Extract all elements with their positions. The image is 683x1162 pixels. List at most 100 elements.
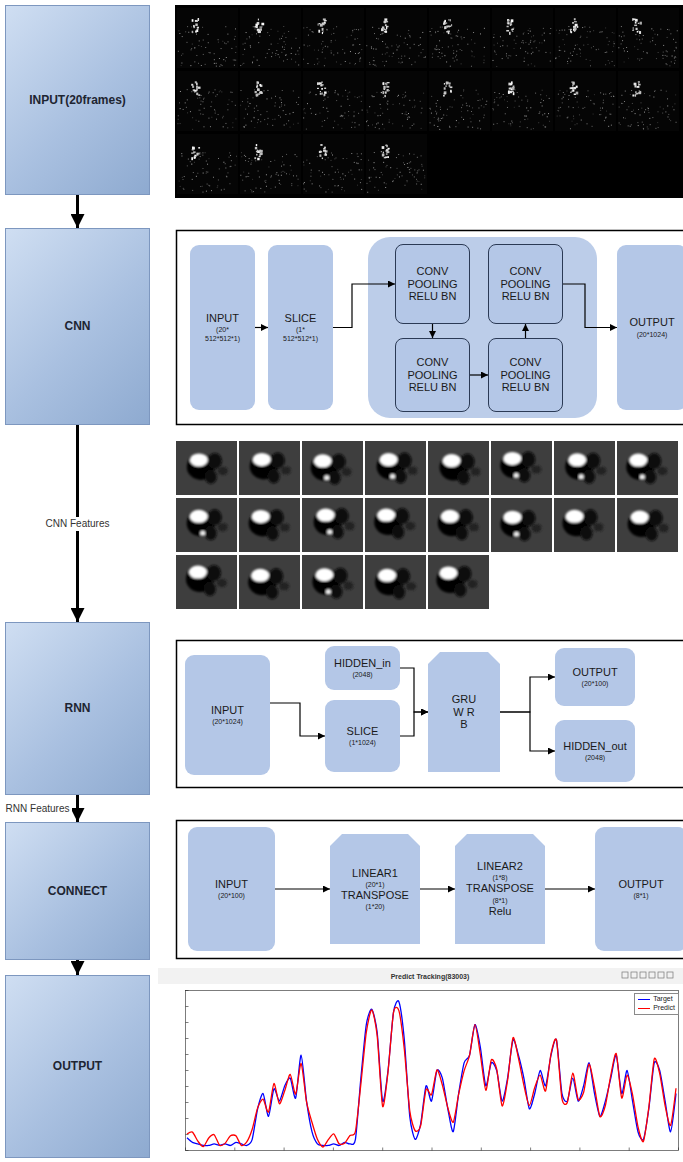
layer-label: CONV POOLING RELU BN	[500, 356, 550, 394]
flow-arrow	[500, 712, 555, 751]
flow-arrow	[545, 888, 595, 889]
layer-label: (1*1024)	[349, 738, 376, 747]
conv-group	[368, 237, 597, 418]
layer-label: (20*1024)	[637, 330, 668, 339]
stage-arrow	[76, 195, 79, 228]
flow-arrow	[500, 677, 555, 712]
cnn-panel	[177, 231, 683, 425]
layer-label: SLICE	[285, 312, 317, 325]
input-frame	[492, 71, 553, 131]
chart-title: Predict Tracking(83003)	[391, 973, 470, 980]
layer-label: OUTPUT	[629, 316, 674, 329]
stage-box: CONNECT	[5, 822, 150, 960]
layer-box: SLICE(1* 512*512*1)	[268, 245, 333, 410]
feature-map	[365, 555, 426, 609]
rnn-panel	[177, 641, 683, 788]
linear-layer: LINEAR2(1*8)TRANSPOSE(8*1)Relu	[455, 834, 545, 944]
stage-box: CNN	[5, 228, 150, 425]
feature-map	[365, 441, 426, 495]
layer-label: CONV POOLING RELU BN	[407, 356, 457, 394]
flow-arrow	[420, 888, 455, 889]
input-frame	[240, 134, 301, 194]
input-frames	[175, 5, 683, 198]
flow-arrow	[400, 668, 428, 712]
input-frame	[177, 8, 238, 68]
feature-map	[239, 498, 300, 552]
flow-arrow	[563, 284, 617, 328]
layer-label: OUTPUT	[618, 878, 663, 891]
layer-box: INPUT(20*1024)	[185, 655, 270, 775]
input-frame	[303, 8, 364, 68]
input-frame	[555, 71, 616, 131]
stage-title: OUTPUT	[53, 1059, 102, 1073]
feature-map	[239, 441, 300, 495]
stage-title: RNN	[65, 701, 91, 715]
layer-label: CONV POOLING RELU BN	[407, 265, 457, 303]
feature-map	[554, 441, 615, 495]
input-frame	[177, 71, 238, 131]
input-frame	[366, 8, 427, 68]
input-frame	[240, 71, 301, 131]
conv-block: CONV POOLING RELU BN	[395, 338, 470, 412]
flow-arrow	[333, 284, 395, 328]
layer-label: GRU W R B	[452, 693, 476, 731]
feature-map	[617, 441, 678, 495]
input-frame	[555, 8, 616, 68]
edge-label: RNN Features	[4, 802, 72, 816]
flow-arrow	[432, 324, 433, 338]
feature-map	[617, 498, 678, 552]
input-frame	[618, 71, 679, 131]
layer-label: TRANSPOSE	[341, 889, 409, 902]
layer-label: (8*1)	[492, 896, 507, 905]
layer-label: (8*1)	[633, 891, 648, 900]
flow-arrow	[255, 327, 268, 328]
feature-map	[176, 555, 237, 609]
layer-box: OUTPUT(8*1)	[595, 827, 683, 951]
input-frame	[177, 134, 238, 194]
feature-map	[176, 498, 237, 552]
input-frame	[303, 134, 364, 194]
edge-label: CNN Features	[44, 517, 112, 531]
input-frame	[366, 71, 427, 131]
feature-map	[176, 441, 237, 495]
stage-box: INPUT(20frames)	[5, 5, 150, 195]
target-line	[187, 1001, 676, 1146]
conv-block: CONV POOLING RELU BN	[488, 244, 563, 324]
legend-text: Predict	[653, 1004, 675, 1013]
layer-box: OUTPUT(20*100)	[555, 648, 635, 706]
conv-block: CONV POOLING RELU BN	[488, 338, 563, 412]
feature-map	[365, 498, 426, 552]
flow-arrow	[270, 703, 325, 736]
tracking-chart	[158, 968, 683, 1162]
layer-label: (2048)	[585, 753, 605, 762]
layer-box: OUTPUT(20*1024)	[617, 245, 683, 410]
chart-legend: TargetPredict	[634, 993, 679, 1015]
layer-label: (1* 512*512*1)	[283, 325, 318, 343]
gru-cell: GRU W R B	[428, 652, 500, 772]
input-frame	[303, 71, 364, 131]
feature-map	[302, 555, 363, 609]
stage-arrow	[76, 795, 79, 822]
feature-map	[491, 498, 552, 552]
layer-label: (20*1024)	[212, 717, 243, 726]
layer-label: (20*1)	[365, 880, 384, 889]
layer-label: INPUT	[206, 312, 239, 325]
stage-title: CNN	[65, 319, 91, 333]
layer-label: SLICE	[347, 725, 379, 738]
layer-label: (20* 512*512*1)	[205, 325, 240, 343]
flow-arrow	[525, 324, 526, 338]
predict-line	[187, 1007, 676, 1147]
layer-label: LINEAR1	[352, 867, 398, 880]
layer-label: HIDDEN_out	[563, 740, 627, 753]
stage-box: OUTPUT	[5, 975, 150, 1158]
layer-box: INPUT(20*100)	[188, 827, 275, 951]
feature-map	[239, 555, 300, 609]
feature-map	[428, 555, 489, 609]
feature-map	[302, 498, 363, 552]
frame-strip	[175, 5, 683, 198]
legend-text: Target	[653, 995, 672, 1004]
input-frame	[492, 8, 553, 68]
legend-sample	[638, 999, 650, 1000]
cnn-feature-maps	[176, 441, 678, 609]
layer-label: HIDDEN_in	[334, 657, 391, 670]
